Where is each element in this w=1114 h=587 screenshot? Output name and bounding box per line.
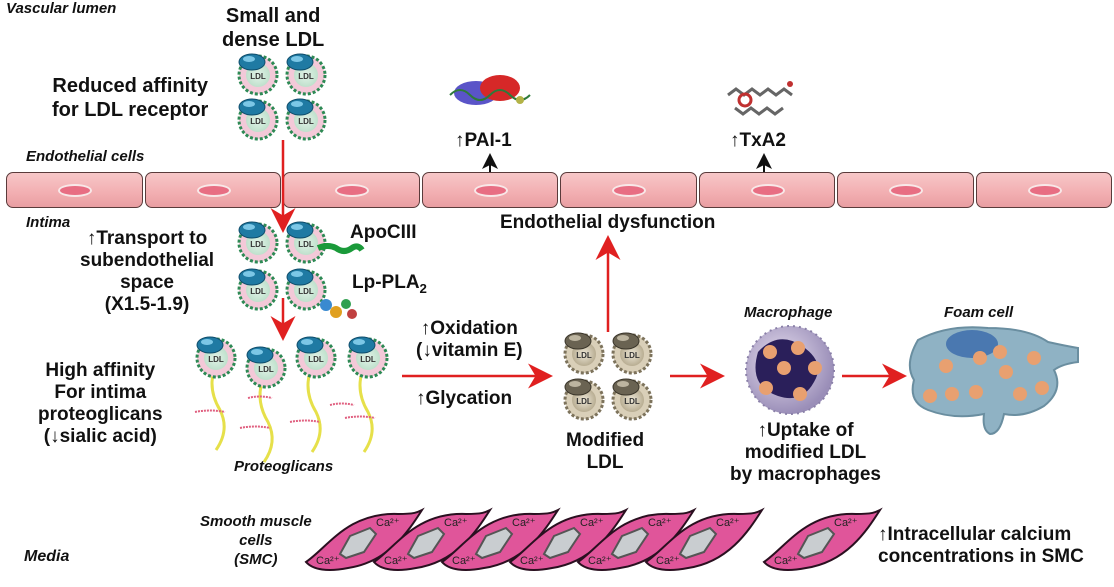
calcium-label: ↑Intracellular calcium concentrations in…: [878, 524, 1084, 568]
apociii-icon: [316, 243, 365, 254]
endothelial-cell: [283, 172, 420, 208]
smc-line: (SMC): [234, 551, 278, 568]
ldl-particle: [285, 97, 327, 141]
endothelial-dysfunction-label: Endothelial dysfunction: [500, 212, 716, 233]
smc-line: cells: [239, 532, 273, 549]
uptake-line: modified LDL: [744, 442, 867, 463]
modified-ldl-particle: [563, 377, 605, 421]
endothelial-cell: [698, 172, 835, 208]
ldl-particle: [285, 52, 327, 96]
pai1-protein-icon: [449, 75, 531, 105]
foam-cell-label: Foam cell: [944, 304, 1014, 321]
transport-line: ↑Transport to: [86, 228, 208, 249]
modified-ldl-line: Modified: [566, 430, 645, 451]
modified-ldl-label: Modified LDL: [566, 430, 644, 474]
ldl-particle: [347, 335, 389, 379]
ldl-particle: [245, 345, 287, 389]
pai1-label: ↑PAI-1: [455, 130, 512, 151]
ldl-particle: [237, 52, 279, 96]
proteoglican-strand: [210, 369, 374, 463]
ldl-particle: [237, 267, 279, 311]
smc-line: Smooth muscle: [200, 513, 312, 530]
uptake-label: ↑Uptake of modified LDL by macrophages: [730, 420, 881, 486]
lppla2-protein-icon: [320, 299, 357, 319]
ldl-particle: [195, 335, 237, 379]
cell-nucleus: [612, 184, 647, 197]
ldl-particle: [295, 335, 337, 379]
modified-ldl-particle: [611, 377, 653, 421]
reduced-affinity-line: for LDL receptor: [52, 99, 209, 121]
ldl-particle: [237, 97, 279, 141]
ldl-particle-apociii: [285, 220, 327, 264]
oxidation-label: ↑Oxidation (↓vitamin E): [416, 318, 523, 362]
lppla2-text: Lp-PLA: [352, 272, 420, 293]
endothelial-cell: [421, 172, 558, 208]
cell-nucleus: [335, 184, 370, 197]
glycation-label: ↑Glycation: [416, 388, 513, 409]
transport-label: ↑Transport to subendothelial space (X1.5…: [80, 228, 214, 316]
small-dense-ldl-title-line: dense LDL: [222, 29, 325, 51]
smc-label: Smooth muscle cells (SMC): [200, 512, 312, 569]
ldl-particle: [237, 220, 279, 264]
endothelial-cell-layer: [6, 172, 1112, 208]
small-dense-ldl-title-line: Small and: [225, 5, 321, 27]
proteoglican-side-chain: [194, 395, 376, 429]
reduced-affinity-label: Reduced affinity for LDL receptor: [52, 74, 208, 122]
cell-nucleus: [1027, 184, 1062, 197]
region-label-endothelial-cells: Endothelial cells: [26, 148, 145, 165]
txa2-label: ↑TxA2: [730, 130, 786, 151]
modified-ldl-particle: [611, 331, 653, 375]
modified-ldl-line: LDL: [586, 452, 624, 473]
modified-ldl-particle: [563, 331, 605, 375]
macrophage-label: Macrophage: [744, 304, 833, 321]
ldl-particle-lppla2: [285, 267, 327, 311]
cell-nucleus: [58, 184, 93, 197]
lppla2-label: Lp-PLA2: [352, 272, 427, 300]
transport-line: subendothelial: [80, 250, 215, 271]
foam-cell: [908, 326, 1079, 436]
cell-nucleus: [750, 184, 785, 197]
uptake-line: by macrophages: [730, 464, 881, 485]
region-label-vascular-lumen: Vascular lumen: [6, 0, 117, 17]
high-affinity-line: (↓sialic acid): [43, 426, 157, 447]
transport-line: space: [120, 272, 174, 293]
apociii-label: ApoCIII: [350, 222, 417, 243]
endothelial-cell: [837, 172, 974, 208]
region-label-media: Media: [24, 548, 70, 565]
endothelial-cell: [975, 172, 1112, 208]
endothelial-cell: [6, 172, 143, 208]
macrophage-cell: [745, 325, 835, 415]
reduced-affinity-line: Reduced affinity: [52, 75, 208, 97]
calcium-line: concentrations in SMC: [878, 546, 1084, 567]
cell-nucleus: [889, 184, 924, 197]
cell-nucleus: [473, 184, 508, 197]
endothelial-cell: [144, 172, 281, 208]
transport-line: (X1.5-1.9): [104, 294, 190, 315]
calcium-line: ↑Intracellular calcium: [878, 524, 1072, 545]
high-affinity-label: High affinity For intima proteoglicans (…: [38, 360, 163, 448]
high-affinity-line: High affinity: [45, 360, 156, 381]
high-affinity-line: proteoglicans: [38, 404, 163, 425]
txa2-molecule-icon: [727, 81, 793, 116]
small-dense-ldl-title: Small and dense LDL: [222, 4, 324, 52]
vitamin-e-line: (↓vitamin E): [416, 340, 523, 361]
oxidation-line: ↑Oxidation: [420, 318, 518, 339]
region-label-intima: Intima: [26, 214, 71, 231]
endothelial-cell: [560, 172, 697, 208]
cell-nucleus: [196, 184, 231, 197]
proteoglicans-label: Proteoglicans: [234, 458, 334, 475]
smooth-muscle-cell: [763, 509, 881, 571]
lppla2-subscript: 2: [419, 280, 427, 296]
high-affinity-line: For intima: [54, 382, 147, 403]
uptake-line: ↑Uptake of: [757, 420, 854, 441]
